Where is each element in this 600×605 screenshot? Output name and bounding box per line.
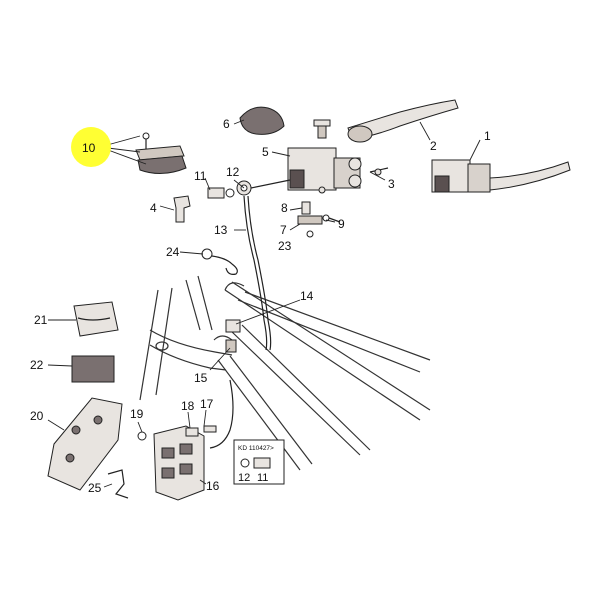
callout-12: 12 [226, 165, 240, 179]
brake-hose [209, 195, 272, 449]
callout-5: 5 [262, 145, 269, 159]
callout-24: 24 [166, 245, 180, 259]
callout-11: 11 [194, 169, 207, 183]
callout-15: 15 [194, 371, 208, 385]
inset-code: KD 110427> [238, 445, 274, 452]
callout-14: 14 [300, 289, 314, 303]
callout-23: 23 [278, 239, 292, 253]
callout-6: 6 [223, 117, 230, 131]
inset-box: KD 110427> 12 11 [233, 439, 285, 485]
banjo-fittings [207, 179, 291, 199]
pad-spring-clip [107, 469, 129, 499]
hose-clip [201, 248, 238, 275]
callout-25: 25 [88, 481, 102, 495]
master-cylinder-body [287, 119, 389, 194]
bleeder-cap [173, 195, 191, 223]
rubber-boot [239, 106, 285, 135]
stop-switch-parts [297, 201, 341, 238]
callout-2: 2 [430, 139, 437, 153]
brake-caliper [153, 425, 205, 501]
hose-bracket [225, 319, 241, 353]
callout-19: 19 [130, 407, 144, 421]
callout-1: 1 [484, 129, 491, 143]
brake-lever [347, 99, 459, 143]
caliper-bolts [137, 425, 217, 441]
callout-8: 8 [281, 201, 288, 215]
callout-10: 10 [82, 141, 96, 155]
callout-7: 7 [280, 223, 287, 237]
callout-16: 16 [206, 479, 220, 493]
inset-label-11: 11 [257, 472, 268, 484]
callout-21: 21 [34, 313, 48, 327]
frame-tubes [139, 275, 431, 471]
reservoir-cap-group [135, 132, 187, 174]
callout-17: 17 [200, 397, 214, 411]
highlight-marker [71, 127, 111, 167]
callout-13: 13 [214, 223, 228, 237]
callout-9: 9 [338, 217, 345, 231]
brake-pads [71, 301, 119, 383]
callout-labels: 1 2 3 4 5 6 7 8 9 10 11 12 13 14 15 16 1… [30, 117, 491, 495]
callout-4: 4 [150, 201, 157, 215]
callout-18: 18 [181, 399, 195, 413]
caliper-cover [47, 397, 123, 491]
callout-3: 3 [388, 177, 395, 191]
callout-20: 20 [30, 409, 44, 423]
master-cylinder-assembly [431, 159, 571, 193]
callout-22: 22 [30, 358, 44, 372]
inset-label-12: 12 [238, 472, 250, 484]
